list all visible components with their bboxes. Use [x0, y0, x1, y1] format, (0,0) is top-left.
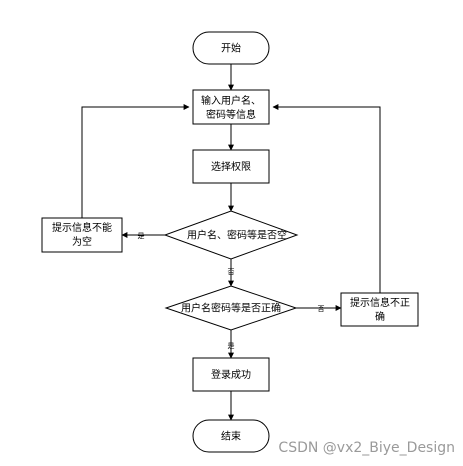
select-role-box — [192, 149, 270, 184]
start-terminal — [192, 31, 270, 65]
end-label: 结束 — [221, 430, 241, 443]
end-terminal — [192, 419, 270, 453]
success-label: 登录成功 — [211, 368, 251, 381]
decision-empty — [163, 210, 299, 260]
empty-msg-label-line1: 提示信息不能 — [52, 221, 112, 234]
decision-correct-label: 用户名密码等是否正确 — [181, 302, 281, 315]
wrong-msg-box — [340, 292, 419, 327]
decision-empty-label: 用户名、密码等是否空 — [187, 229, 287, 242]
edge-wrong-msg-back-to-input — [272, 104, 381, 293]
decision-correct — [164, 285, 298, 331]
success-box — [192, 357, 270, 392]
empty-msg-label-line2: 为空 — [72, 235, 92, 248]
edge-label-empty-yes: 是 — [138, 232, 145, 240]
wrong-msg-label-line1: 提示信息不正 — [350, 296, 410, 309]
empty-msg-box — [41, 217, 123, 253]
input-label-line1: 输入用户名、 — [201, 94, 261, 107]
wrong-msg-label-line2: 确 — [375, 310, 385, 323]
edge-empty-msg-back-to-input — [81, 104, 190, 218]
input-label-line2: 密码等信息 — [206, 108, 256, 121]
watermark: CSDN @vx2_Biye_Design — [278, 440, 455, 456]
edge-label-empty-no: 否 — [228, 268, 235, 276]
input-box — [192, 89, 270, 125]
edge-label-correct-yes: 是 — [228, 342, 235, 350]
edge-label-correct-no: 否 — [318, 305, 325, 313]
select-role-label: 选择权限 — [211, 160, 251, 173]
start-label: 开始 — [221, 42, 241, 55]
